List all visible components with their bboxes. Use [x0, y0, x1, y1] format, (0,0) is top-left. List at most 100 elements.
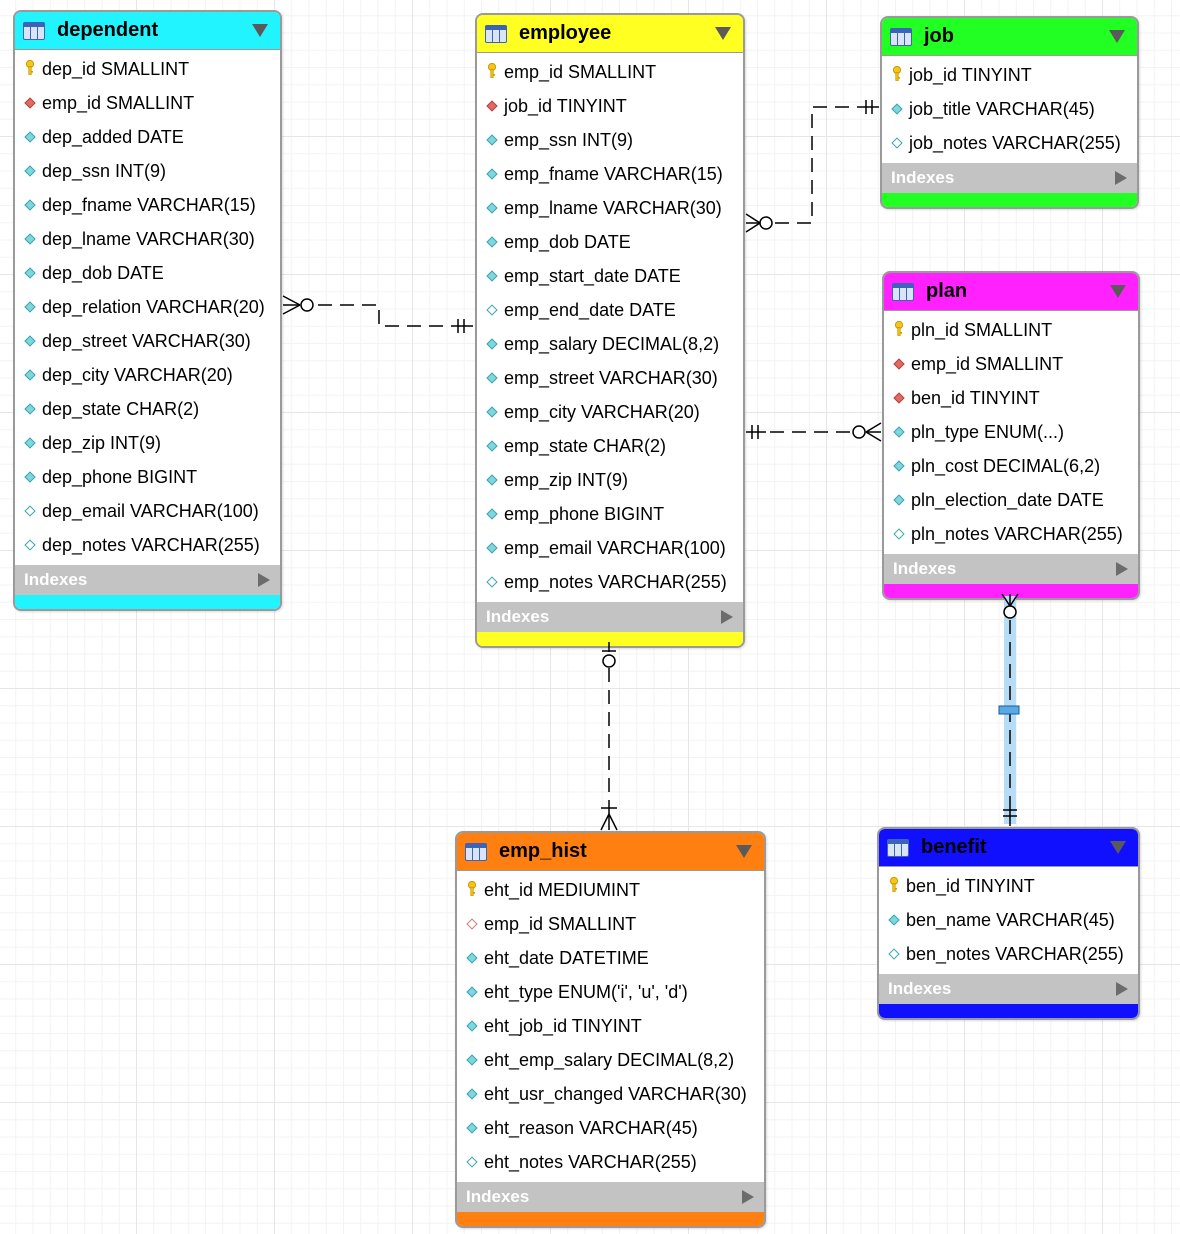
column-row[interactable]: emp_end_date DATE [477, 293, 743, 327]
column-row[interactable]: emp_notes VARCHAR(255) [477, 565, 743, 599]
column-row[interactable]: job_id TINYINT [477, 89, 743, 123]
indexes-section[interactable]: Indexes [477, 602, 743, 632]
column-row[interactable]: dep_ssn INT(9) [15, 154, 280, 188]
column-row[interactable]: dep_phone BIGINT [15, 460, 280, 494]
column-row[interactable]: job_title VARCHAR(45) [882, 92, 1137, 126]
column-row[interactable]: emp_start_date DATE [477, 259, 743, 293]
indexes-section[interactable]: Indexes [884, 554, 1138, 584]
column-row[interactable]: emp_id SMALLINT [457, 907, 764, 941]
connector-handle[interactable] [998, 705, 1020, 715]
column-row[interactable]: job_notes VARCHAR(255) [882, 126, 1137, 160]
indexes-label: Indexes [486, 607, 550, 626]
column-row[interactable]: dep_city VARCHAR(20) [15, 358, 280, 392]
column-row[interactable]: dep_lname VARCHAR(30) [15, 222, 280, 256]
column-row[interactable]: dep_state CHAR(2) [15, 392, 280, 426]
not-null-column-icon [485, 201, 499, 215]
relationship-job-employee[interactable] [745, 100, 879, 233]
table-header[interactable]: employee [477, 15, 743, 53]
column-row[interactable]: eht_emp_salary DECIMAL(8,2) [457, 1043, 764, 1077]
indexes-section[interactable]: Indexes [15, 565, 280, 595]
expand-arrow-icon[interactable] [1115, 171, 1127, 185]
column-row[interactable]: emp_street VARCHAR(30) [477, 361, 743, 395]
column-row[interactable]: pln_type ENUM(...) [884, 415, 1138, 449]
column-row[interactable]: eht_type ENUM('i', 'u', 'd') [457, 975, 764, 1009]
column-row[interactable]: dep_id SMALLINT [15, 52, 280, 86]
column-row[interactable]: emp_email VARCHAR(100) [477, 531, 743, 565]
column-row[interactable]: ben_notes VARCHAR(255) [879, 937, 1138, 971]
column-row[interactable]: ben_name VARCHAR(45) [879, 903, 1138, 937]
table-header[interactable]: plan [884, 273, 1138, 311]
relationship-benefit-plan[interactable] [998, 593, 1020, 826]
column-row[interactable]: emp_dob DATE [477, 225, 743, 259]
not-null-column-icon [23, 130, 37, 144]
expand-arrow-icon[interactable] [258, 573, 270, 587]
column-row[interactable]: pln_id SMALLINT [884, 313, 1138, 347]
column-row[interactable]: ben_id TINYINT [879, 869, 1138, 903]
column-row[interactable]: dep_email VARCHAR(100) [15, 494, 280, 528]
expand-arrow-icon[interactable] [1116, 562, 1128, 576]
column-name: dep_dob DATE [42, 262, 164, 283]
expand-arrow-icon[interactable] [721, 610, 733, 624]
column-row[interactable]: ben_id TINYINT [884, 381, 1138, 415]
column-row[interactable]: emp_ssn INT(9) [477, 123, 743, 157]
column-row[interactable]: dep_dob DATE [15, 256, 280, 290]
column-row[interactable]: eht_id MEDIUMINT [457, 873, 764, 907]
not-null-column-icon [23, 470, 37, 484]
column-row[interactable]: pln_election_date DATE [884, 483, 1138, 517]
expand-arrow-icon[interactable] [1116, 982, 1128, 996]
indexes-section[interactable]: Indexes [457, 1182, 764, 1212]
column-row[interactable]: eht_reason VARCHAR(45) [457, 1111, 764, 1145]
column-row[interactable]: eht_date DATETIME [457, 941, 764, 975]
column-row[interactable]: dep_fname VARCHAR(15) [15, 188, 280, 222]
relationship-employee-plan[interactable] [746, 422, 882, 442]
table-title: employee [519, 22, 612, 44]
column-row[interactable]: dep_zip INT(9) [15, 426, 280, 460]
indexes-section[interactable]: Indexes [882, 163, 1137, 193]
relationship-employee-dependent[interactable] [282, 295, 473, 333]
column-row[interactable]: dep_added DATE [15, 120, 280, 154]
expand-arrow-icon[interactable] [742, 1190, 754, 1204]
table-header[interactable]: dependent [15, 12, 280, 50]
column-row[interactable]: dep_relation VARCHAR(20) [15, 290, 280, 324]
column-row[interactable]: eht_notes VARCHAR(255) [457, 1145, 764, 1179]
table-header[interactable]: emp_hist [457, 833, 764, 871]
column-row[interactable]: pln_notes VARCHAR(255) [884, 517, 1138, 551]
collapse-caret-icon[interactable] [1110, 841, 1126, 854]
column-row[interactable]: dep_street VARCHAR(30) [15, 324, 280, 358]
foreign-key-icon [892, 357, 906, 371]
collapse-caret-icon[interactable] [252, 24, 268, 37]
column-row[interactable]: eht_job_id TINYINT [457, 1009, 764, 1043]
column-name: emp_phone BIGINT [504, 503, 665, 524]
column-row[interactable]: emp_id SMALLINT [477, 55, 743, 89]
column-row[interactable]: emp_city VARCHAR(20) [477, 395, 743, 429]
indexes-section[interactable]: Indexes [879, 974, 1138, 1004]
relationship-employee-emp-hist[interactable] [600, 642, 618, 831]
collapse-caret-icon[interactable] [736, 845, 752, 858]
table-header[interactable]: benefit [879, 829, 1138, 867]
column-name: dep_zip INT(9) [42, 432, 162, 453]
column-row[interactable]: eht_usr_changed VARCHAR(30) [457, 1077, 764, 1111]
collapse-caret-icon[interactable] [1110, 285, 1126, 298]
column-row[interactable]: emp_id SMALLINT [884, 347, 1138, 381]
column-row[interactable]: job_id TINYINT [882, 58, 1137, 92]
column-row[interactable]: emp_salary DECIMAL(8,2) [477, 327, 743, 361]
column-row[interactable]: emp_zip INT(9) [477, 463, 743, 497]
column-row[interactable]: emp_id SMALLINT [15, 86, 280, 120]
column-row[interactable]: emp_phone BIGINT [477, 497, 743, 531]
indexes-label: Indexes [466, 1187, 530, 1206]
table-title: benefit [921, 836, 987, 858]
column-row[interactable]: dep_notes VARCHAR(255) [15, 528, 280, 562]
column-row[interactable]: emp_state CHAR(2) [477, 429, 743, 463]
collapse-caret-icon[interactable] [715, 27, 731, 40]
column-row[interactable]: emp_fname VARCHAR(15) [477, 157, 743, 191]
table-header[interactable]: job [882, 18, 1137, 56]
column-row[interactable]: pln_cost DECIMAL(6,2) [884, 449, 1138, 483]
column-row[interactable]: emp_lname VARCHAR(30) [477, 191, 743, 225]
collapse-caret-icon[interactable] [1109, 30, 1125, 43]
